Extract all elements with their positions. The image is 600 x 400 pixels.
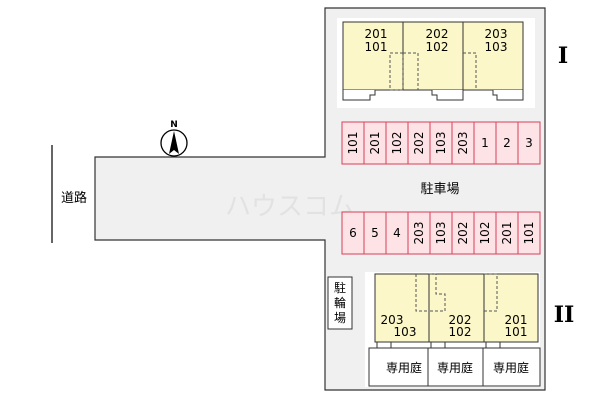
watermark: ハウスコム bbox=[225, 192, 355, 222]
building-1-label: I bbox=[558, 43, 568, 69]
building-2-label: II bbox=[554, 302, 575, 328]
compass-icon: N bbox=[160, 120, 188, 157]
parking-space-label: 5 bbox=[371, 226, 379, 240]
parking-space-label: 201 bbox=[500, 222, 514, 245]
parking-space-label: 101 bbox=[346, 132, 360, 155]
entrance-porch bbox=[492, 90, 524, 101]
parking-space bbox=[517, 211, 541, 255]
entrance-porch bbox=[342, 90, 376, 101]
bicycle-parking bbox=[327, 276, 353, 330]
parking-space bbox=[517, 121, 541, 165]
private-garden-label: 専用庭 bbox=[386, 360, 422, 375]
building-1: 201 101 202 102 203 103 bbox=[342, 21, 524, 101]
parking-space-label: 2 bbox=[503, 136, 511, 150]
parking-space-label: 103 bbox=[434, 222, 448, 245]
stairs-outline bbox=[429, 273, 446, 312]
parking-space-label: 203 bbox=[456, 132, 470, 155]
parking-space-label: 1 bbox=[481, 136, 489, 150]
private-garden-label: 専用庭 bbox=[437, 360, 473, 375]
unit-upper-label: 201 bbox=[505, 313, 528, 327]
entrance-porch bbox=[376, 341, 392, 349]
entrance-porch bbox=[431, 90, 464, 101]
building-2-body bbox=[374, 273, 539, 343]
unit-upper-label: 201 bbox=[365, 27, 388, 41]
compass-label: N bbox=[170, 120, 178, 130]
private-gardens: 専用庭 専用庭 専用庭 bbox=[368, 347, 541, 387]
private-garden-label: 専用庭 bbox=[493, 360, 529, 375]
bicycle-parking-label: 駐輪場 bbox=[334, 280, 346, 325]
entrance-porch bbox=[430, 341, 446, 349]
private-garden bbox=[427, 347, 484, 387]
unit-upper-label: 202 bbox=[449, 313, 472, 327]
parking-space-label: 102 bbox=[390, 132, 404, 155]
unit-upper-label: 203 bbox=[381, 313, 404, 327]
building-2: 203 103 202 102 201 101 bbox=[374, 273, 539, 349]
parking-space-label: 6 bbox=[349, 226, 357, 240]
bicycle-parking-char: 駐 bbox=[334, 280, 346, 295]
unit-lower-label: 103 bbox=[394, 325, 417, 339]
private-garden bbox=[482, 347, 541, 387]
road-label: 道路 bbox=[61, 190, 87, 206]
parking-space-label: 103 bbox=[434, 132, 448, 155]
parking-label: 駐車場 bbox=[420, 182, 459, 197]
building-1-body bbox=[342, 21, 524, 91]
parking-space-label: 201 bbox=[368, 132, 382, 155]
unit-lower-label: 102 bbox=[449, 325, 472, 339]
private-garden bbox=[368, 347, 429, 387]
parking-space-label: 101 bbox=[522, 222, 536, 245]
parking-space-label: 202 bbox=[456, 222, 470, 245]
parking-space-label: 102 bbox=[478, 222, 492, 245]
bicycle-parking-char: 輪 bbox=[334, 295, 346, 310]
stairs-outline bbox=[403, 52, 419, 90]
stairs-outline bbox=[463, 52, 477, 90]
unit-upper-label: 202 bbox=[426, 27, 449, 41]
unit-lower-label: 101 bbox=[505, 325, 528, 339]
stairs-outline bbox=[415, 274, 429, 312]
unit-lower-label: 103 bbox=[485, 40, 508, 54]
parking-space-label: 202 bbox=[412, 132, 426, 155]
entrance-porch bbox=[485, 341, 501, 349]
unit-upper-label: 203 bbox=[485, 27, 508, 41]
unit-lower-label: 102 bbox=[426, 40, 449, 54]
parking-space-label: 4 bbox=[393, 226, 401, 240]
parking-space-label: 3 bbox=[525, 136, 533, 150]
stairs-outline bbox=[389, 52, 404, 91]
bicycle-parking-char: 場 bbox=[334, 311, 346, 325]
stairs-outline bbox=[484, 273, 498, 312]
unit-lower-label: 101 bbox=[365, 40, 388, 54]
parking-space-label: 203 bbox=[412, 222, 426, 245]
